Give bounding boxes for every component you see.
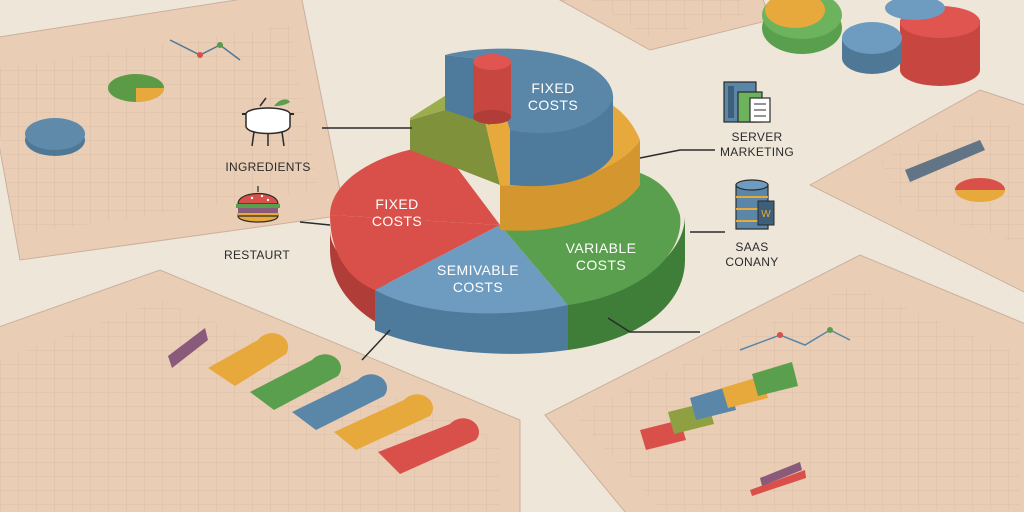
paper-sheet-bottom-left bbox=[0, 269, 521, 512]
pie-slice-fixed-red-body bbox=[330, 215, 500, 290]
decorative-cylinders-top-right bbox=[762, 0, 980, 86]
red-cylinder bbox=[473, 54, 511, 124]
pie-slice-amber-side bbox=[500, 140, 640, 231]
slice-label-fixed-left: FIXED COSTS bbox=[352, 196, 442, 230]
slice-label-fixed-left-line1: FIXED bbox=[375, 196, 419, 212]
pie-slice-fixed-blue-side bbox=[510, 95, 613, 187]
pie-chart-3d bbox=[330, 48, 685, 354]
paper-sheet-bottom-right bbox=[544, 254, 1024, 512]
slice-label-fixed-top: FIXED COSTS bbox=[508, 80, 598, 114]
slice-label-variable-line2: COSTS bbox=[575, 257, 627, 273]
bar-stack-bottom-left bbox=[208, 333, 480, 474]
callout-label-saas-line2: CONANY bbox=[725, 255, 779, 269]
connector-server bbox=[639, 149, 715, 159]
paper-sheet-top-center bbox=[558, 0, 771, 51]
svg-text:W: W bbox=[761, 209, 771, 220]
cooking-pot-icon bbox=[242, 97, 294, 147]
slice-label-fixed-top-line1: FIXED bbox=[531, 80, 575, 96]
burger-icon bbox=[236, 186, 280, 223]
connector-lines bbox=[299, 127, 725, 361]
server-stack-icon bbox=[723, 81, 771, 123]
paper-sheet-top-left bbox=[0, 0, 346, 261]
pie-slice-fixed-red bbox=[330, 145, 500, 225]
slice-label-semivariable: SEMIVABLE COSTS bbox=[418, 262, 538, 296]
pie-slice-variable bbox=[500, 170, 681, 305]
callout-label-ingredients: INGREDIENTS bbox=[225, 160, 311, 174]
callout-label-server-line1: SERVER bbox=[731, 130, 783, 144]
connector-restaurant bbox=[299, 221, 331, 226]
callout-label-saas-line1: SAAS bbox=[735, 240, 769, 254]
connector-variable bbox=[607, 317, 700, 333]
callout-label-server-line2: MARKETING bbox=[719, 145, 795, 159]
callout-label-server-marketing: SERVER MARKETING bbox=[702, 130, 812, 160]
database-icon: W bbox=[735, 179, 775, 230]
slice-label-semivariable-line2: COSTS bbox=[452, 279, 504, 295]
slice-label-semivariable-line1: SEMIVABLE bbox=[437, 262, 519, 278]
callout-label-saas-company: SAAS CONANY bbox=[712, 240, 792, 270]
slice-label-variable: VARIABLE COSTS bbox=[546, 240, 656, 274]
pie-side-green bbox=[568, 215, 685, 350]
slice-label-variable-line1: VARIABLE bbox=[565, 240, 637, 256]
slice-label-fixed-top-line2: COSTS bbox=[527, 97, 579, 113]
pie-slice-semivariable bbox=[375, 225, 568, 314]
connector-semivariable bbox=[361, 329, 391, 361]
paper-sheet-right bbox=[808, 89, 1024, 293]
callout-label-restaurant: RESTAURT bbox=[224, 248, 290, 262]
pie-slice-fixed-blue-top bbox=[445, 48, 614, 134]
slice-label-fixed-left-line2: COSTS bbox=[371, 213, 423, 229]
